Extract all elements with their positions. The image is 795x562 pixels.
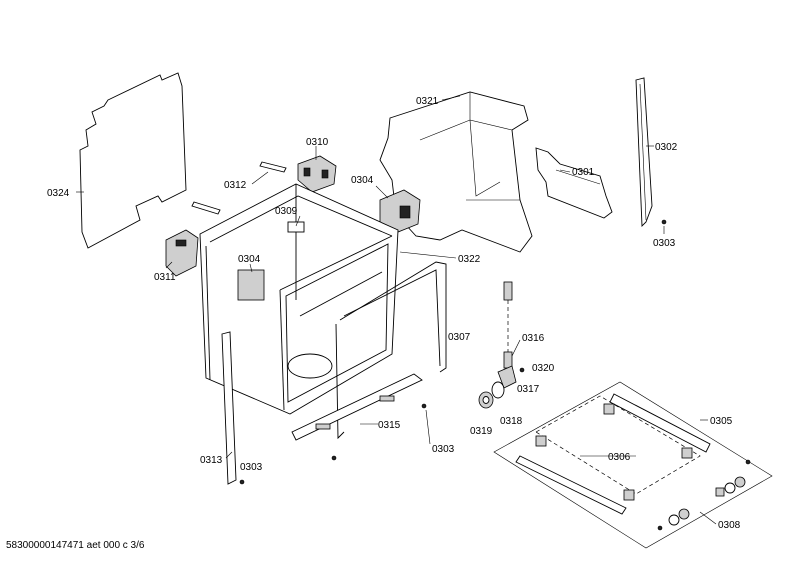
leader-lines [76, 95, 717, 525]
label-0304-a: 0304 [351, 175, 374, 186]
part-0304-block [379, 189, 421, 233]
part-0311-block [165, 229, 199, 277]
label-0319: 0319 [470, 426, 493, 437]
label-0303-a: 0303 [653, 238, 676, 249]
part-0301-bracket [535, 147, 613, 219]
label-0313: 0313 [200, 455, 223, 466]
base-frame [493, 381, 773, 549]
label-0322: 0322 [458, 254, 481, 265]
part-0317-0319-nuts [478, 381, 505, 409]
part-0316-spray-pipe [497, 281, 525, 389]
label-0306: 0306 [608, 452, 631, 463]
label-0303-b: 0303 [432, 444, 455, 455]
label-0308: 0308 [718, 520, 741, 531]
label-0320: 0320 [532, 363, 555, 374]
label-0324: 0324 [47, 188, 70, 199]
label-0317: 0317 [517, 384, 540, 395]
label-0316: 0316 [522, 333, 545, 344]
part-0312-clips [191, 161, 287, 215]
label-0303-c: 0303 [240, 462, 263, 473]
label-0318: 0318 [500, 416, 523, 427]
part-0313-side-strip [221, 331, 427, 485]
label-0305: 0305 [710, 416, 733, 427]
part-0310-block [297, 155, 337, 193]
label-0312: 0312 [224, 180, 247, 191]
part-0302-side-rail [635, 77, 667, 228]
label-0309: 0309 [275, 206, 298, 217]
part-0324-side-panel [79, 72, 187, 249]
label-0321: 0321 [416, 96, 439, 107]
label-0304-b: 0304 [238, 254, 261, 265]
label-0307: 0307 [448, 332, 471, 343]
label-0310: 0310 [306, 137, 329, 148]
tub-assembly [199, 183, 399, 415]
label-0301: 0301 [572, 167, 595, 178]
part-0315-kick-strip [291, 373, 423, 441]
label-0315: 0315 [378, 420, 401, 431]
part-0307-door-seal [335, 261, 447, 440]
label-0311: 0311 [154, 272, 176, 283]
drawing-number: 58300000147471 aet 000 c 3/6 [6, 540, 145, 551]
label-0302: 0302 [655, 142, 678, 153]
